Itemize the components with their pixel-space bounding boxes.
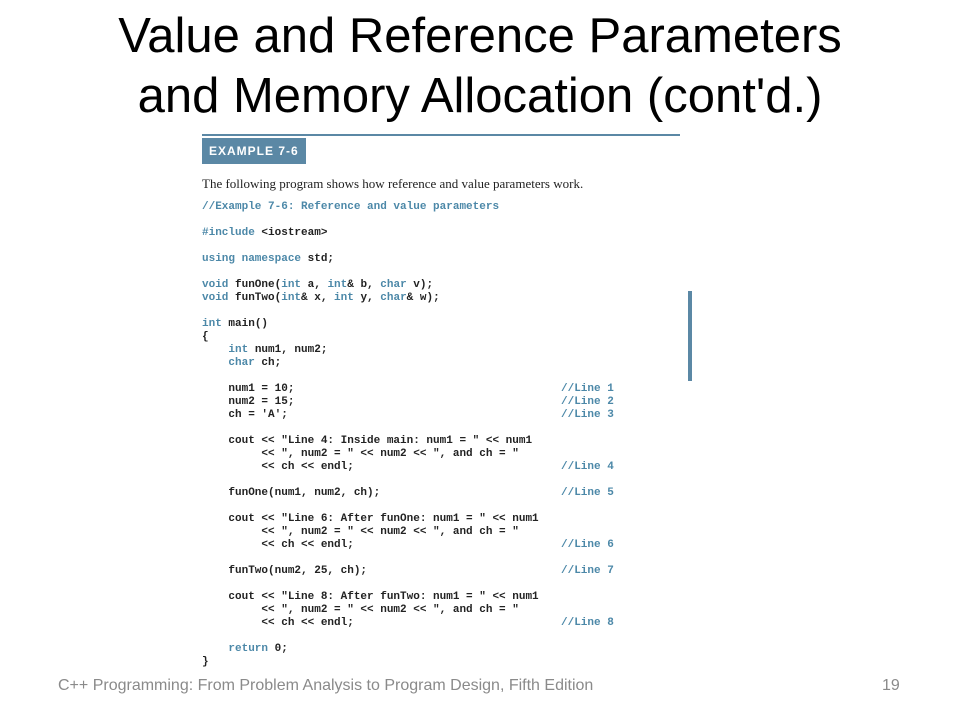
line-number-comment: //Line 5 [561, 487, 614, 499]
code-line: using namespace std; [202, 253, 335, 265]
code-line: cout << "Line 6: After funOne: num1 = " … [202, 513, 539, 525]
code-line: int num1, num2; [228, 344, 328, 356]
line-number-comment: //Line 2 [561, 396, 614, 408]
code-line: num1 = 10; [202, 383, 295, 395]
footer-text: C++ Programming: From Problem Analysis t… [58, 677, 594, 694]
code-line: cout << "Line 8: After funTwo: num1 = " … [202, 591, 539, 603]
code-line: << ch << endl; [202, 461, 354, 473]
code-line: { [202, 331, 209, 343]
example-label: EXAMPLE 7-6 [202, 138, 306, 164]
line-number-comment: //Line 6 [561, 539, 614, 551]
code-line: funTwo(num2, 25, ch); [202, 565, 368, 577]
code-line: char ch; [228, 357, 282, 369]
code-line: num2 = 15; [202, 396, 295, 408]
header-rule [202, 134, 680, 136]
example-intro-text: The following program shows how referenc… [202, 176, 584, 191]
code-line: return 0; [228, 643, 288, 655]
code-line: #include <iostream> [202, 227, 328, 239]
code-line: ch = 'A'; [202, 409, 288, 421]
code-line: << ", num2 = " << num2 << ", and ch = " [202, 448, 519, 460]
line-number-comment: //Line 8 [561, 617, 614, 629]
page-number: 19 [882, 677, 900, 694]
code-listing: //Example 7-6: Reference and value param… [202, 134, 680, 670]
line-number-comment: //Line 3 [561, 409, 614, 421]
code-line: int main() [202, 318, 269, 330]
code-line: } [202, 656, 209, 668]
decorative-side-bar [688, 291, 692, 381]
code-line: void funTwo(int& x, int y, char& w); [202, 292, 440, 304]
code-line: << ch << endl; [202, 617, 354, 629]
code-line: funOne(num1, num2, ch); [202, 487, 381, 499]
code-line: void funOne(int a, int& b, char v); [202, 279, 434, 291]
code-line: << ch << endl; [202, 539, 354, 551]
code-line: << ", num2 = " << num2 << ", and ch = " [202, 604, 519, 616]
line-number-comment: //Line 1 [561, 383, 614, 395]
textbook-excerpt-image: EXAMPLE 7-6 The following program shows … [202, 134, 680, 670]
line-number-comment: //Line 4 [561, 461, 614, 473]
slide-title-line-1: Value and Reference Parameters [118, 9, 842, 63]
code-line: //Example 7-6: Reference and value param… [202, 201, 500, 213]
code-line: << ", num2 = " << num2 << ", and ch = " [202, 526, 519, 538]
line-number-comment: //Line 7 [561, 565, 614, 577]
code-line: cout << "Line 4: Inside main: num1 = " <… [202, 435, 533, 447]
slide-title: Value and Reference Parameters and Memor… [0, 6, 960, 126]
slide-title-line-2: and Memory Allocation (cont'd.) [137, 69, 823, 123]
